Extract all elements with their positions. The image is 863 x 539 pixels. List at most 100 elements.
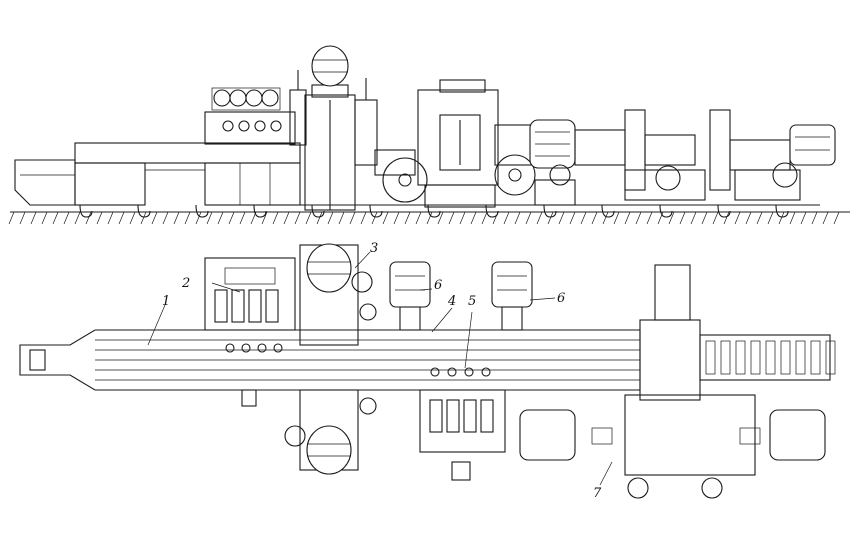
- drive-motor-plan-1: [389, 261, 431, 308]
- hatch-mark: [580, 211, 587, 225]
- hatch-mark: [173, 211, 180, 225]
- anchor-bolt: [253, 204, 267, 218]
- hatch-mark: [52, 211, 59, 225]
- hatch-mark: [239, 211, 246, 225]
- callout-3: 3: [370, 241, 378, 256]
- drive-motor-side-2: [789, 124, 836, 166]
- hatch-mark: [393, 211, 400, 225]
- hatch-mark: [481, 211, 488, 225]
- lower-straightener-plan: [419, 389, 506, 453]
- anchor-bolt: [195, 204, 209, 218]
- callout-6b: 6: [557, 291, 565, 306]
- hatch-mark: [63, 211, 70, 225]
- anchor-bolt: [485, 204, 499, 218]
- straightener-plan: [204, 257, 296, 331]
- exit-roller: [795, 340, 806, 375]
- hatch-mark: [514, 211, 521, 225]
- hatch-mark: [272, 211, 279, 225]
- hatch-mark: [41, 211, 48, 225]
- hatch-mark: [360, 211, 367, 225]
- hatch-mark: [85, 211, 92, 225]
- callout-2: 2: [181, 276, 190, 291]
- hatch-mark: [261, 211, 268, 225]
- callout-leaders: [147, 251, 613, 486]
- straightener-rolls-plan: [214, 289, 279, 323]
- anchor-bolt: [543, 204, 557, 218]
- hatch-mark: [316, 211, 323, 225]
- callout-7: 7: [593, 486, 602, 501]
- hatch-mark: [789, 211, 796, 225]
- hatch-mark: [503, 211, 510, 225]
- hatch-mark: [283, 211, 290, 225]
- hatch-mark: [811, 211, 818, 225]
- hatch-mark: [162, 211, 169, 225]
- anchor-bolt: [601, 204, 615, 218]
- entry-bed-top: [74, 142, 301, 164]
- hatch-mark: [767, 211, 774, 225]
- hatch-mark: [800, 211, 807, 225]
- hatch-mark: [547, 211, 554, 225]
- straightener-rolls-side: [211, 87, 282, 132]
- forming-stand-1-side: [417, 89, 499, 186]
- hatch-mark: [294, 211, 301, 225]
- anchor-bolt: [311, 204, 325, 218]
- hatch-mark: [107, 211, 114, 225]
- hatch-mark: [228, 211, 235, 225]
- hatch-mark: [305, 211, 312, 225]
- callout-5: 5: [468, 294, 476, 309]
- anchor-bolt: [137, 204, 151, 218]
- hatch-mark: [613, 211, 620, 225]
- hatch-mark: [129, 211, 136, 225]
- hatch-mark: [8, 211, 15, 225]
- callout-6a: 6: [434, 278, 442, 293]
- hatch-mark: [635, 211, 642, 225]
- exit-roller: [705, 340, 716, 375]
- exit-roller: [735, 340, 746, 375]
- hatch-mark: [19, 211, 26, 225]
- exit-roller: [780, 340, 791, 375]
- hatch-mark: [778, 211, 785, 225]
- forming-rolls-plan: [225, 343, 491, 377]
- hatch-mark: [327, 211, 334, 225]
- hatch-mark: [184, 211, 191, 225]
- straightener-frame-side: [204, 111, 296, 145]
- callout-4: 4: [447, 294, 456, 309]
- hatch-mark: [371, 211, 378, 225]
- exit-roller: [810, 340, 821, 375]
- hatch-mark: [404, 211, 411, 225]
- hatch-mark: [536, 211, 543, 225]
- hatch-mark: [426, 211, 433, 225]
- anchor-bolt: [79, 204, 93, 218]
- ground-hatching: [8, 204, 840, 225]
- hatch-mark: [558, 211, 565, 225]
- entry-bed-base-b: [204, 162, 301, 206]
- anchor-bolt: [369, 204, 383, 218]
- anchor-bolt: [659, 204, 673, 218]
- shear-motor-plan-left: [519, 409, 576, 461]
- hatch-mark: [338, 211, 345, 225]
- hatch-mark: [217, 211, 224, 225]
- upper-motor-plan: [306, 243, 352, 293]
- hatch-mark: [448, 211, 455, 225]
- hatch-mark: [701, 211, 708, 225]
- hatch-mark: [756, 211, 763, 225]
- hatch-mark: [833, 211, 840, 225]
- hatch-mark: [415, 211, 422, 225]
- hatch-mark: [657, 211, 664, 225]
- plan-view: [19, 243, 836, 499]
- callout-labels: 1 2 3 4 5 6 6 7: [162, 241, 602, 501]
- hatch-mark: [30, 211, 37, 225]
- entry-bed-nose: [14, 159, 76, 206]
- callout-1: 1: [162, 294, 170, 309]
- shear-motor-plan-right: [769, 409, 826, 461]
- hatch-mark: [151, 211, 158, 225]
- exit-roller-table: [699, 334, 836, 381]
- hatch-mark: [690, 211, 697, 225]
- hatch-mark: [591, 211, 598, 225]
- entry-bed-base-a: [74, 162, 146, 206]
- exit-roller: [720, 340, 731, 375]
- hatch-mark: [569, 211, 576, 225]
- hatch-mark: [118, 211, 125, 225]
- anchor-bolt: [717, 204, 731, 218]
